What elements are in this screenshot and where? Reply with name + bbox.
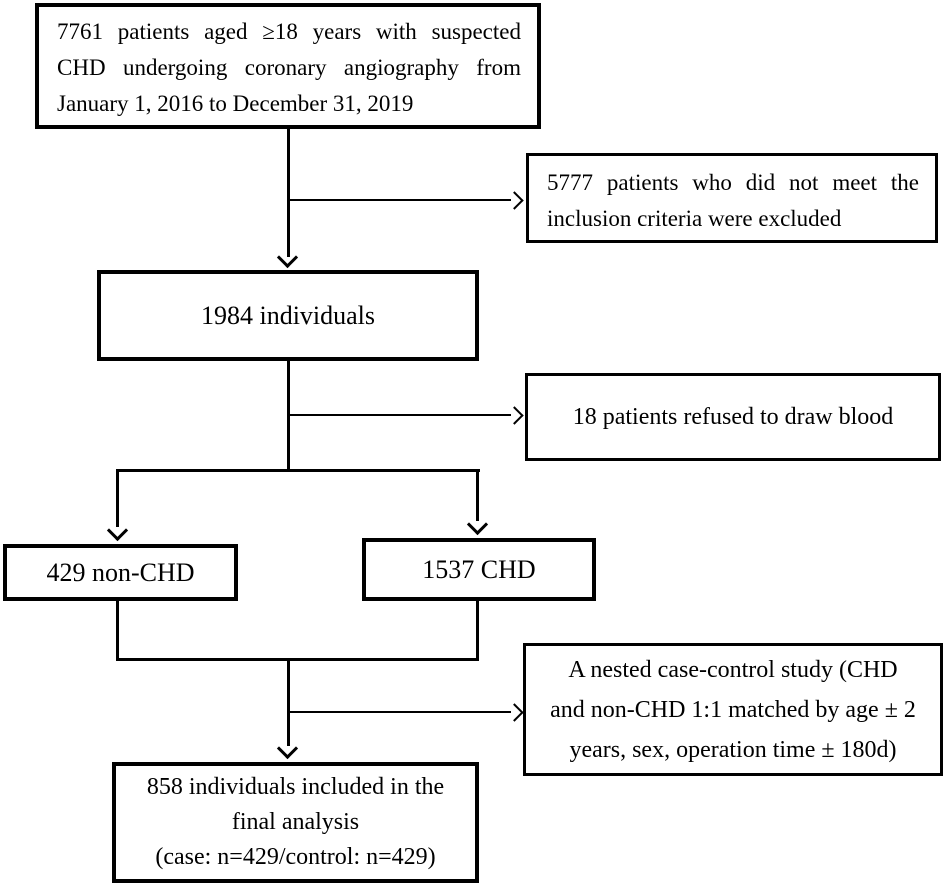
box-text-line: 1984 individuals xyxy=(200,300,376,330)
connector-merge-to-final xyxy=(287,659,290,746)
box-nested-case-control: A nested case-control study (CHD and non… xyxy=(523,643,943,776)
connector-eligible-to-individuals xyxy=(287,129,290,257)
box-text-line: final analysis xyxy=(231,809,360,835)
connector-merge-horizontal xyxy=(116,658,479,661)
connector-split-horizontal xyxy=(116,469,480,472)
connector-non-chd-down xyxy=(116,600,119,661)
box-text-line: 5777 patients who did not meet the xyxy=(547,170,919,195)
arrow-right-icon xyxy=(505,191,524,210)
connector-branch-nested xyxy=(289,711,511,713)
box-text-line: January 1, 2016 to December 31, 2019 xyxy=(57,91,414,116)
box-eligible-patients: 7761 patients aged ≥18 years with suspec… xyxy=(35,3,541,129)
connector-branch-excluded xyxy=(289,199,511,201)
box-text-line: 858 individuals included in the xyxy=(146,774,445,800)
box-text-line: CHD undergoing coronary angiography from xyxy=(57,55,521,80)
connector-individuals-down xyxy=(287,359,290,472)
box-chd: 1537 CHD xyxy=(362,538,596,601)
box-text-line: 429 non-CHD xyxy=(46,557,195,587)
arrow-right-icon xyxy=(505,406,524,425)
box-individuals: 1984 individuals xyxy=(97,270,479,361)
box-final-analysis: 858 individuals included in the final an… xyxy=(112,762,479,883)
box-text-line: 7761 patients aged ≥18 years with suspec… xyxy=(57,19,521,44)
arrow-right-icon xyxy=(505,703,524,722)
box-refused-blood: 18 patients refused to draw blood xyxy=(525,373,941,461)
box-non-chd: 429 non-CHD xyxy=(3,544,238,601)
connector-chd-down xyxy=(476,600,479,661)
connector-split-to-chd xyxy=(476,469,479,521)
connector-branch-refused xyxy=(289,414,511,416)
box-text-line: 1537 CHD xyxy=(422,554,536,584)
arrow-down-icon xyxy=(466,513,489,536)
box-text-line: (case: n=429/control: n=429) xyxy=(155,844,436,870)
box-text-line: 18 patients refused to draw blood xyxy=(572,403,894,430)
box-text-line: and non-CHD 1:1 matched by age ± 2 xyxy=(550,696,916,723)
box-text-line: years, sex, operation time ± 180d) xyxy=(569,736,897,763)
arrow-down-icon xyxy=(276,246,299,269)
arrow-down-icon xyxy=(276,737,299,760)
box-text-line: A nested case-control study (CHD xyxy=(568,656,898,683)
arrow-down-icon xyxy=(106,519,129,542)
box-excluded-patients: 5777 patients who did not meet the inclu… xyxy=(526,153,938,243)
box-text-line: inclusion criteria were excluded xyxy=(547,206,842,231)
connector-split-to-non-chd xyxy=(116,469,119,527)
